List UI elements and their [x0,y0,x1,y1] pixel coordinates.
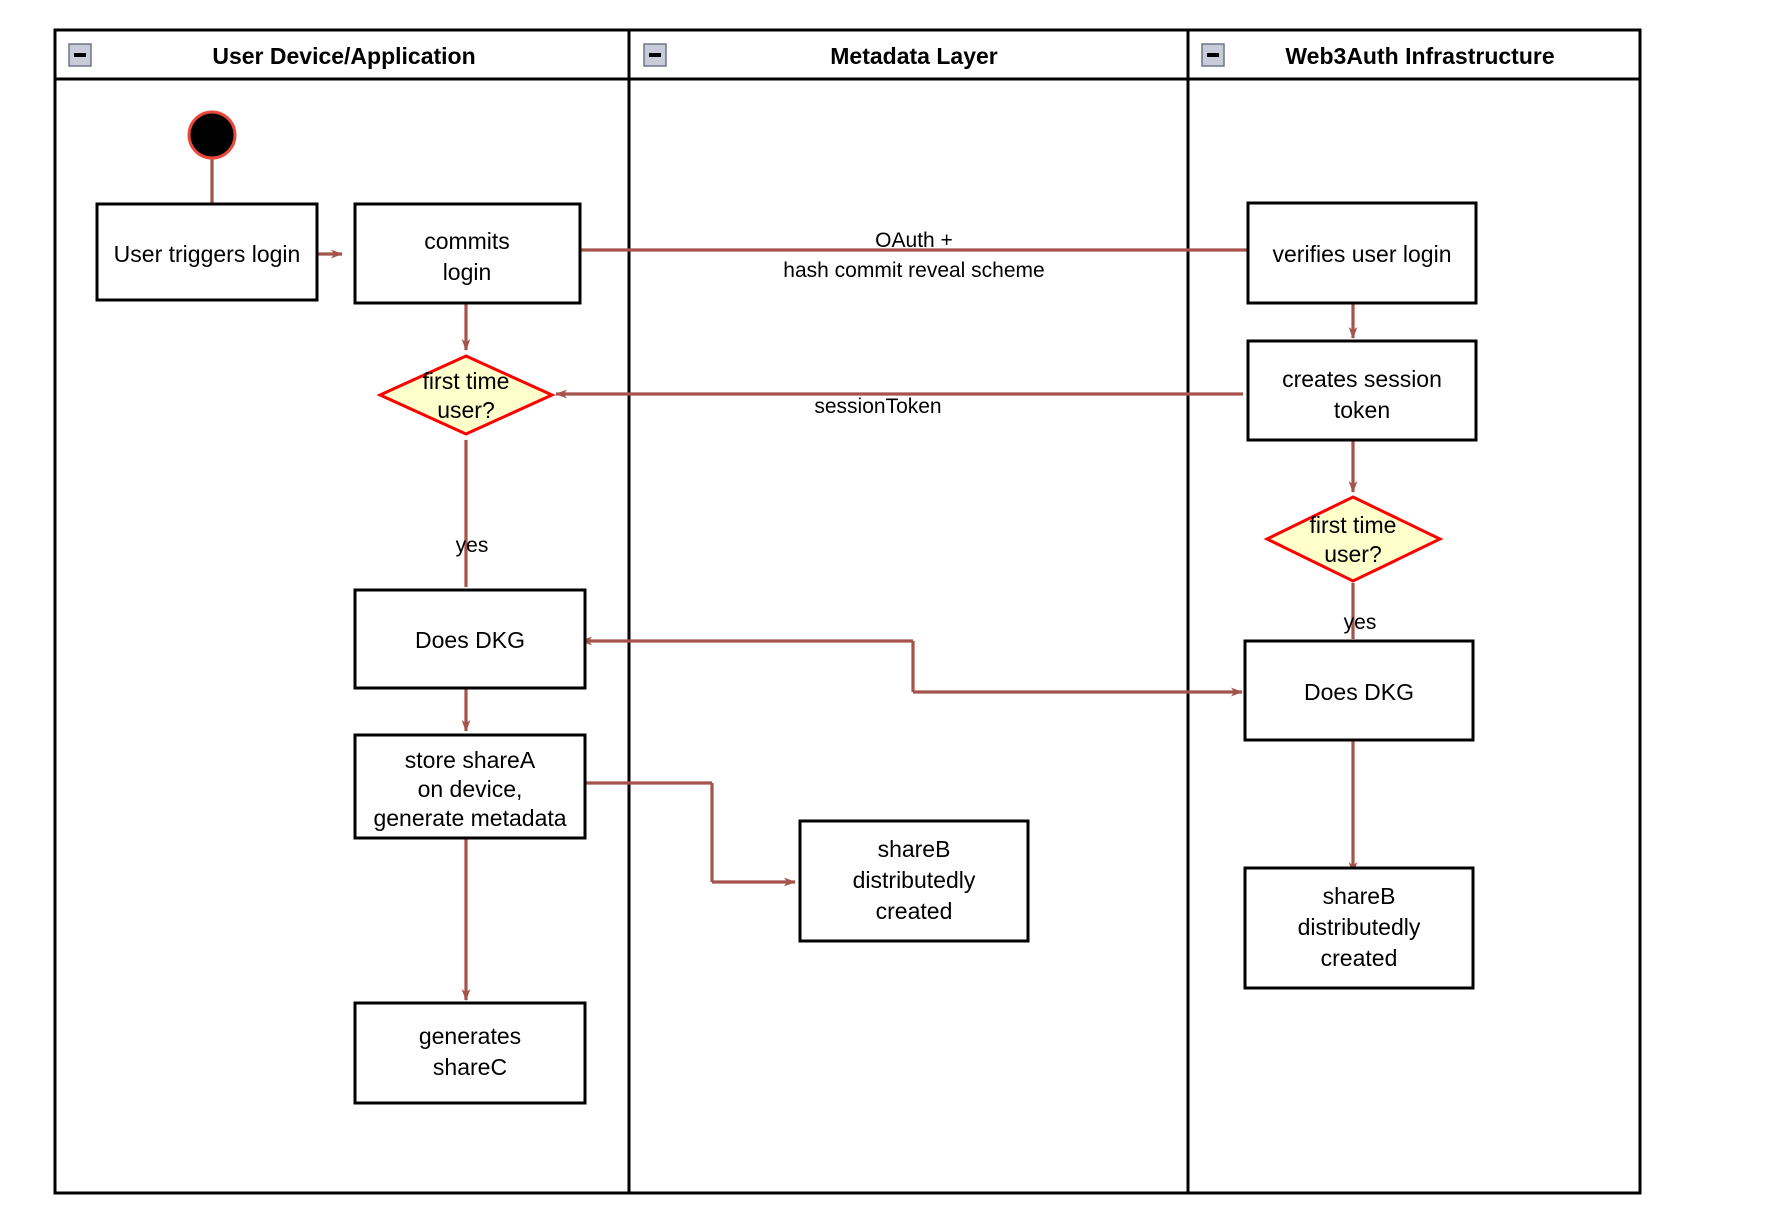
node-label-does-dkg-right: Does DKG [1304,679,1414,705]
edge-label-oauth-line2: hash commit reveal scheme [783,259,1044,282]
lane-header-user: User Device/Application [68,43,476,69]
node-label-commits-login-line1: commits [424,228,510,254]
lane-title-web3auth: Web3Auth Infrastructure [1285,43,1554,69]
node-label-commits-login-line2: login [443,259,492,285]
node-user-triggers-login[interactable]: User triggers login [95,202,319,302]
node-shareb-metadata[interactable]: shareB distributedly created [798,819,1030,943]
lane-title-metadata: Metadata Layer [830,43,998,69]
node-store-sharea[interactable]: store shareA on device, generate metadat… [353,733,587,840]
lane-header-metadata: Metadata Layer [643,43,998,69]
node-shareb-web3auth[interactable]: shareB distributedly created [1243,866,1475,990]
node-label-creates-session-token-line2: token [1334,397,1390,423]
collapse-minus-icon-web3auth[interactable] [1201,43,1225,67]
node-generates-sharec[interactable]: generates shareC [353,1001,587,1105]
node-label-shareb-metadata-line1: shareB [878,836,951,862]
collapse-minus-icon-user[interactable] [68,43,92,67]
node-decision-first-time-user-left[interactable]: first time user? [376,354,556,436]
node-label-user-triggers-login: User triggers login [114,241,301,267]
node-label-verifies-user-login: verifies user login [1273,241,1452,267]
node-commits-login[interactable]: commits login [353,202,582,305]
node-label-shareb-web3auth-line3: created [1321,945,1398,971]
edge-label-session-token: sessionToken [814,395,941,418]
node-label-creates-session-token-line1: creates session [1282,366,1442,392]
collapse-minus-icon-metadata[interactable] [643,43,667,67]
node-label-decision-right-line1: first time [1310,512,1397,538]
node-label-does-dkg-left: Does DKG [415,627,525,653]
node-does-dkg-left[interactable]: Does DKG [353,588,587,690]
node-decision-first-time-user-right[interactable]: first time user? [1263,495,1444,583]
node-start[interactable] [187,110,237,160]
node-label-generates-sharec-line1: generates [419,1023,521,1049]
node-label-shareb-metadata-line3: created [876,898,953,924]
lane-title-user: User Device/Application [212,43,475,69]
node-label-generates-sharec-line2: shareC [433,1054,507,1080]
node-does-dkg-right[interactable]: Does DKG [1243,639,1475,742]
node-label-decision-right-line2: user? [1324,541,1382,567]
node-label-store-sharea-line1: store shareA [405,747,536,773]
node-creates-session-token[interactable]: creates session token [1246,339,1478,442]
node-label-shareb-metadata-line2: distributedly [853,867,976,893]
node-label-shareb-web3auth-line1: shareB [1323,883,1396,909]
node-verifies-user-login[interactable]: verifies user login [1246,201,1478,305]
node-label-shareb-web3auth-line2: distributedly [1298,914,1421,940]
edge-label-yes-right: yes [1344,611,1377,634]
node-label-decision-left-line2: user? [437,397,495,423]
node-label-store-sharea-line2: on device, [418,776,523,802]
edge-label-yes-left: yes [456,534,489,557]
node-label-decision-left-line1: first time [423,368,510,394]
edge-label-oauth-line1: OAuth + [875,229,953,252]
node-label-store-sharea-line3: generate metadata [373,805,566,831]
swimlane-frame [53,28,1642,1195]
lane-header-web3auth: Web3Auth Infrastructure [1201,43,1555,69]
